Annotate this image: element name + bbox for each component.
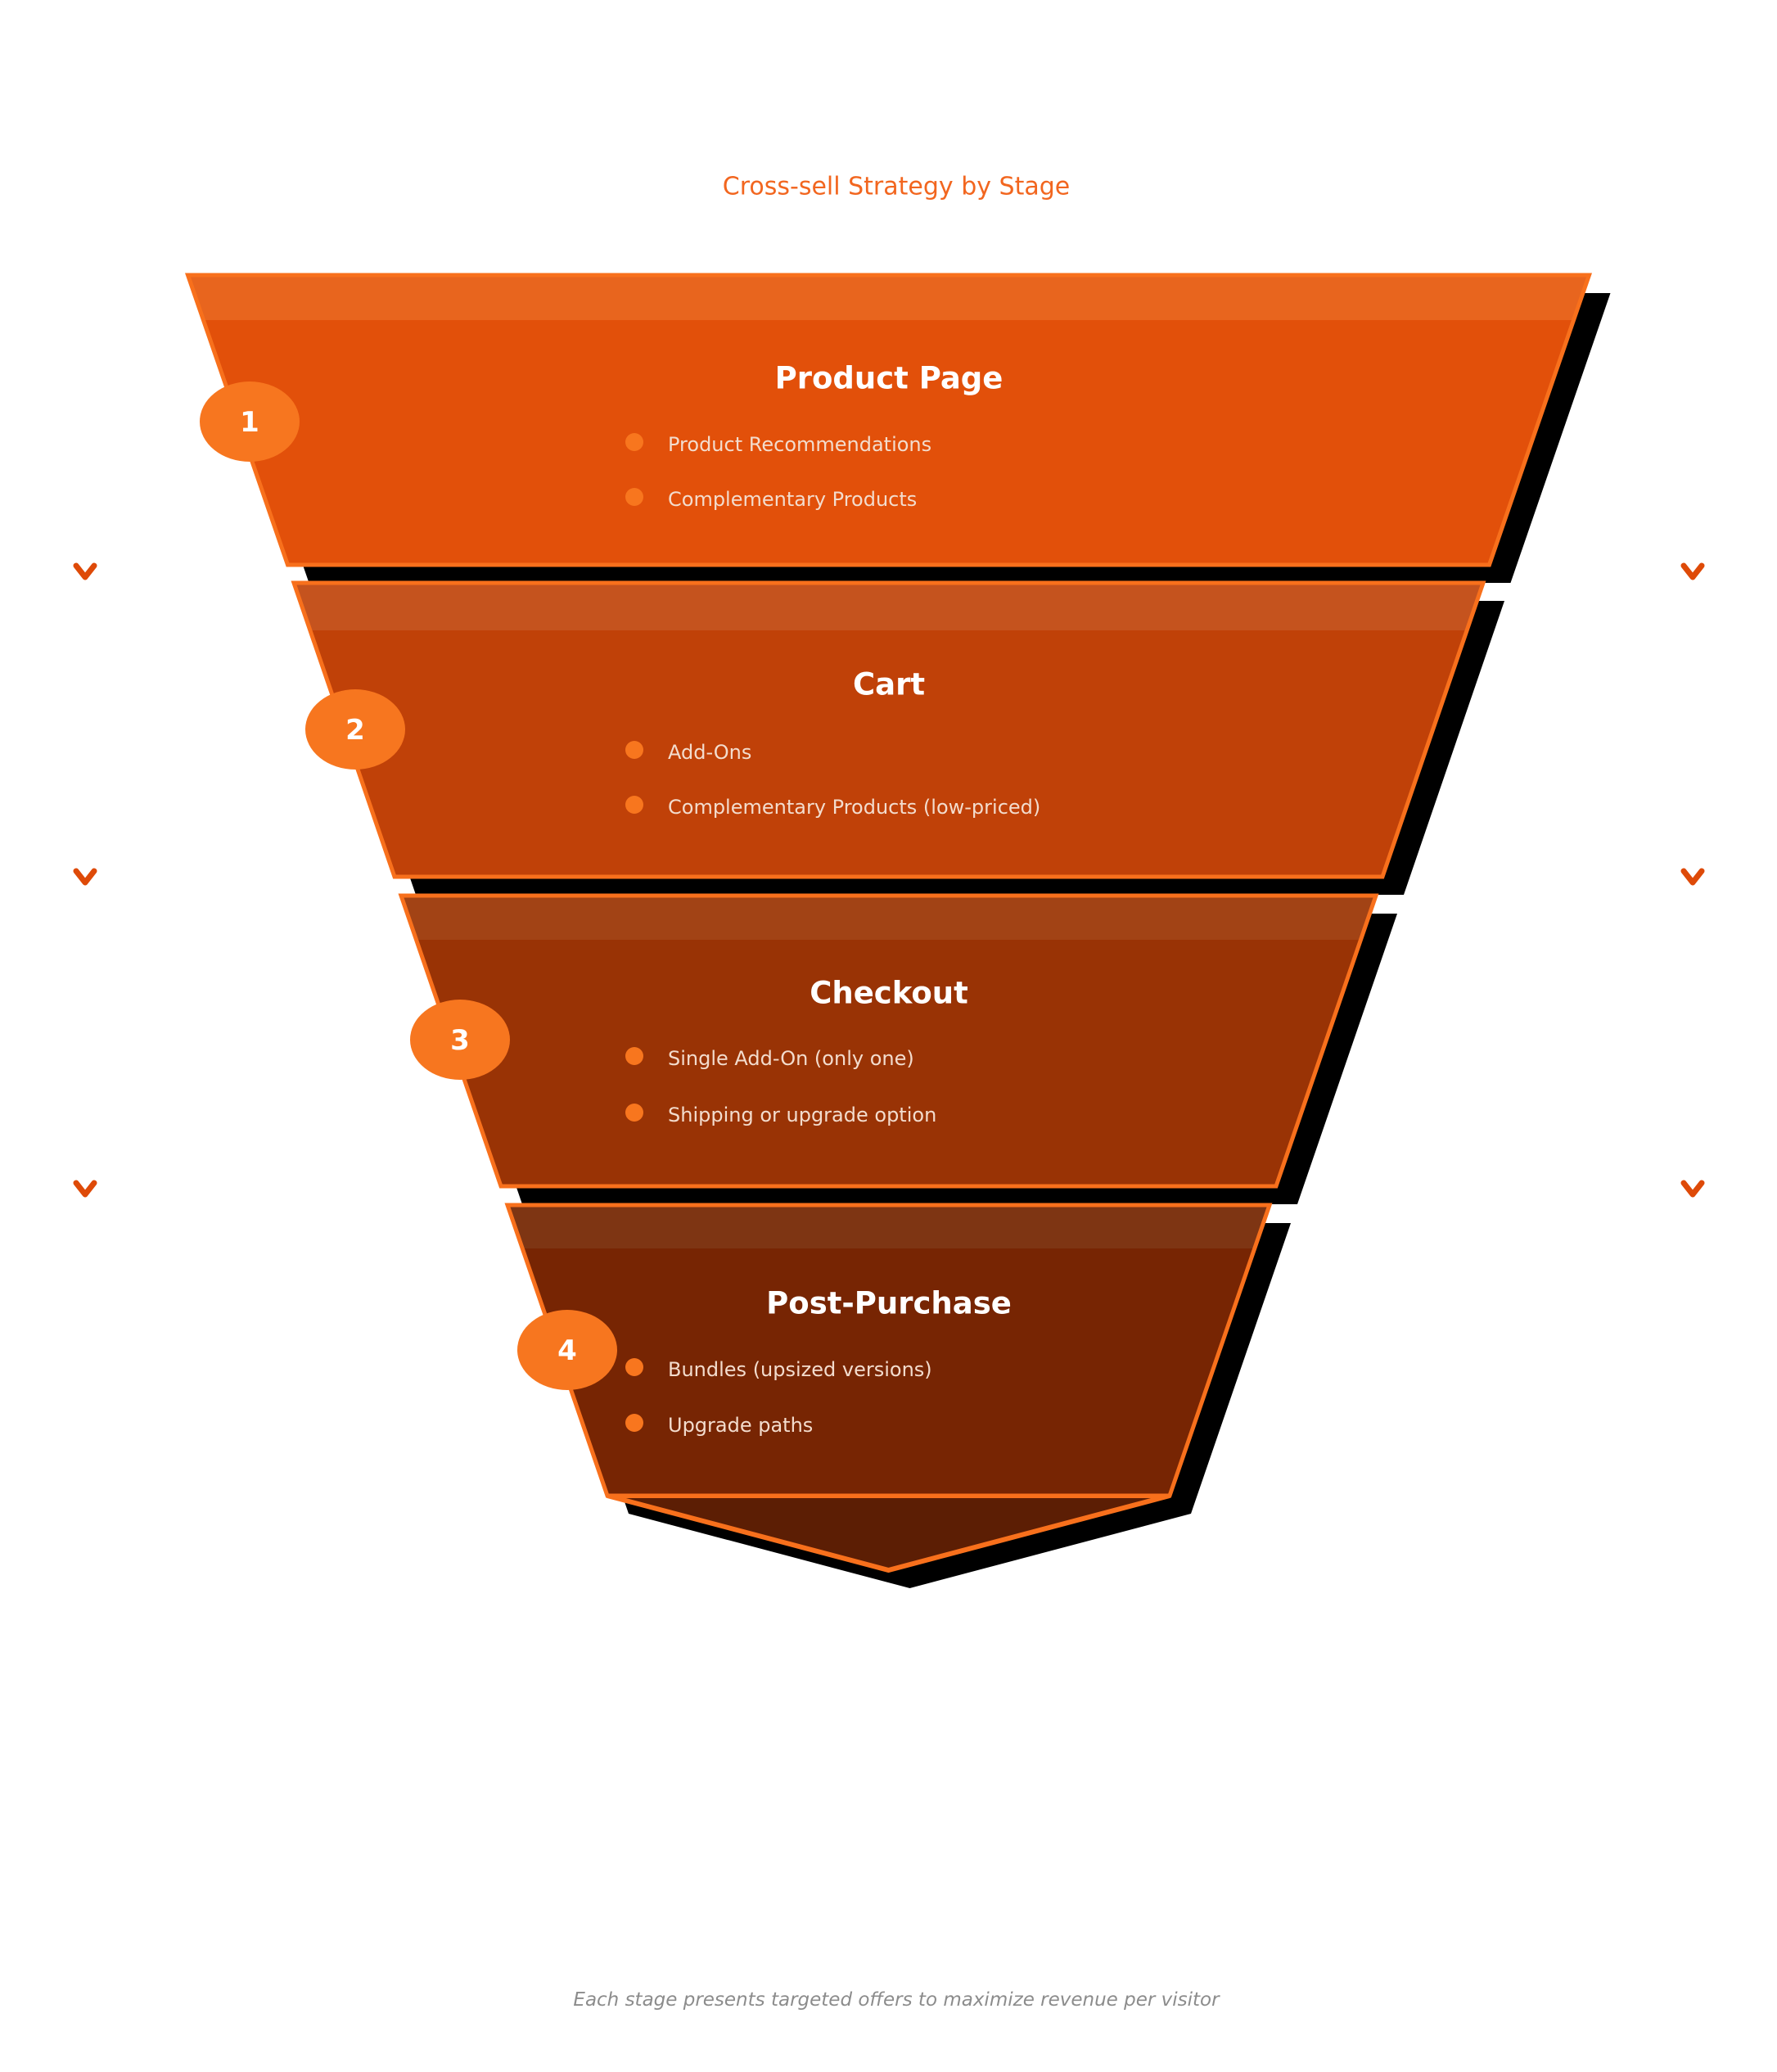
stage-4-title: Post-Purchase [766,1286,1012,1321]
stage-2-shape [294,583,1483,877]
bullet-dot-icon [625,1414,643,1432]
stage-2-title: Cart [853,667,925,702]
chevron-down-icon [1680,562,1705,580]
bullet-dot-icon [625,1358,643,1376]
chevron-down-icon [1680,868,1705,886]
footer-caption: Each stage presents targeted offers to m… [573,1989,1220,2011]
bullet-dot-icon [625,488,643,506]
stage-4-number-badge [517,1310,617,1390]
stage-2-bullet-2: Complementary Products (low-priced) [668,796,1040,819]
stage-2: Cart Add-Ons Complementary Products (low… [291,580,1504,895]
stage-4-number: 4 [557,1334,577,1367]
chevron-down-icon [73,868,97,886]
chevron-down-icon [73,1180,97,1198]
flow-chevrons [73,562,1705,1198]
stage-4-bullet-2: Upgrade paths [668,1414,813,1437]
bullet-dot-icon [625,741,643,759]
stage-3-bullet-1: Single Add-On (only one) [668,1047,914,1070]
stage-3-shape [401,896,1376,1186]
stage-3-bullet-2: Shipping or upgrade option [668,1104,936,1126]
funnel-tip-shape [607,1496,1170,1570]
stage-1-bullet-2: Complementary Products [668,488,917,511]
stage-1-number: 1 [240,406,259,439]
stage-3: Checkout Single Add-On (only one) Shippi… [398,893,1397,1204]
stage-4-bullet-1: Bundles (upsized versions) [668,1358,932,1381]
stage-3-number-badge [410,1000,510,1080]
bullet-dot-icon [625,796,643,814]
stage-1-shape [187,275,1590,565]
stage-2-outline [291,580,1486,879]
bullet-dot-icon [625,1104,643,1122]
stage-2-highlight-band [294,583,1483,630]
page-title: Cross-sell Strategy by Stage [723,173,1070,201]
stage-3-title: Checkout [810,976,968,1011]
stage-3-highlight-band [401,896,1376,940]
stage-1-title: Product Page [775,361,1004,396]
stage-4-outline [504,1203,1273,1498]
stage-4: Post-Purchase Bundles (upsized versions)… [504,1203,1291,1588]
stage-1-highlight-band [187,275,1590,320]
bullet-dot-icon [625,433,643,451]
stage-1-bullet-1: Product Recommendations [668,433,931,456]
stage-1-number-badge [200,381,300,462]
bullet-dot-icon [625,1047,643,1065]
stage-3-number: 3 [450,1024,470,1057]
chevron-down-icon [1680,1180,1705,1198]
stage-1: Product Page Product Recommendations Com… [184,273,1611,583]
stage-2-number: 2 [345,714,365,747]
stage-4-shape [507,1205,1270,1496]
stage-1-outline [184,273,1593,567]
stage-2-number-badge [305,689,405,770]
stage-4-highlight-band [507,1205,1270,1248]
chevron-down-icon [73,562,97,580]
stage-2-bullet-1: Add-Ons [668,741,751,764]
stage-3-outline [398,893,1379,1189]
